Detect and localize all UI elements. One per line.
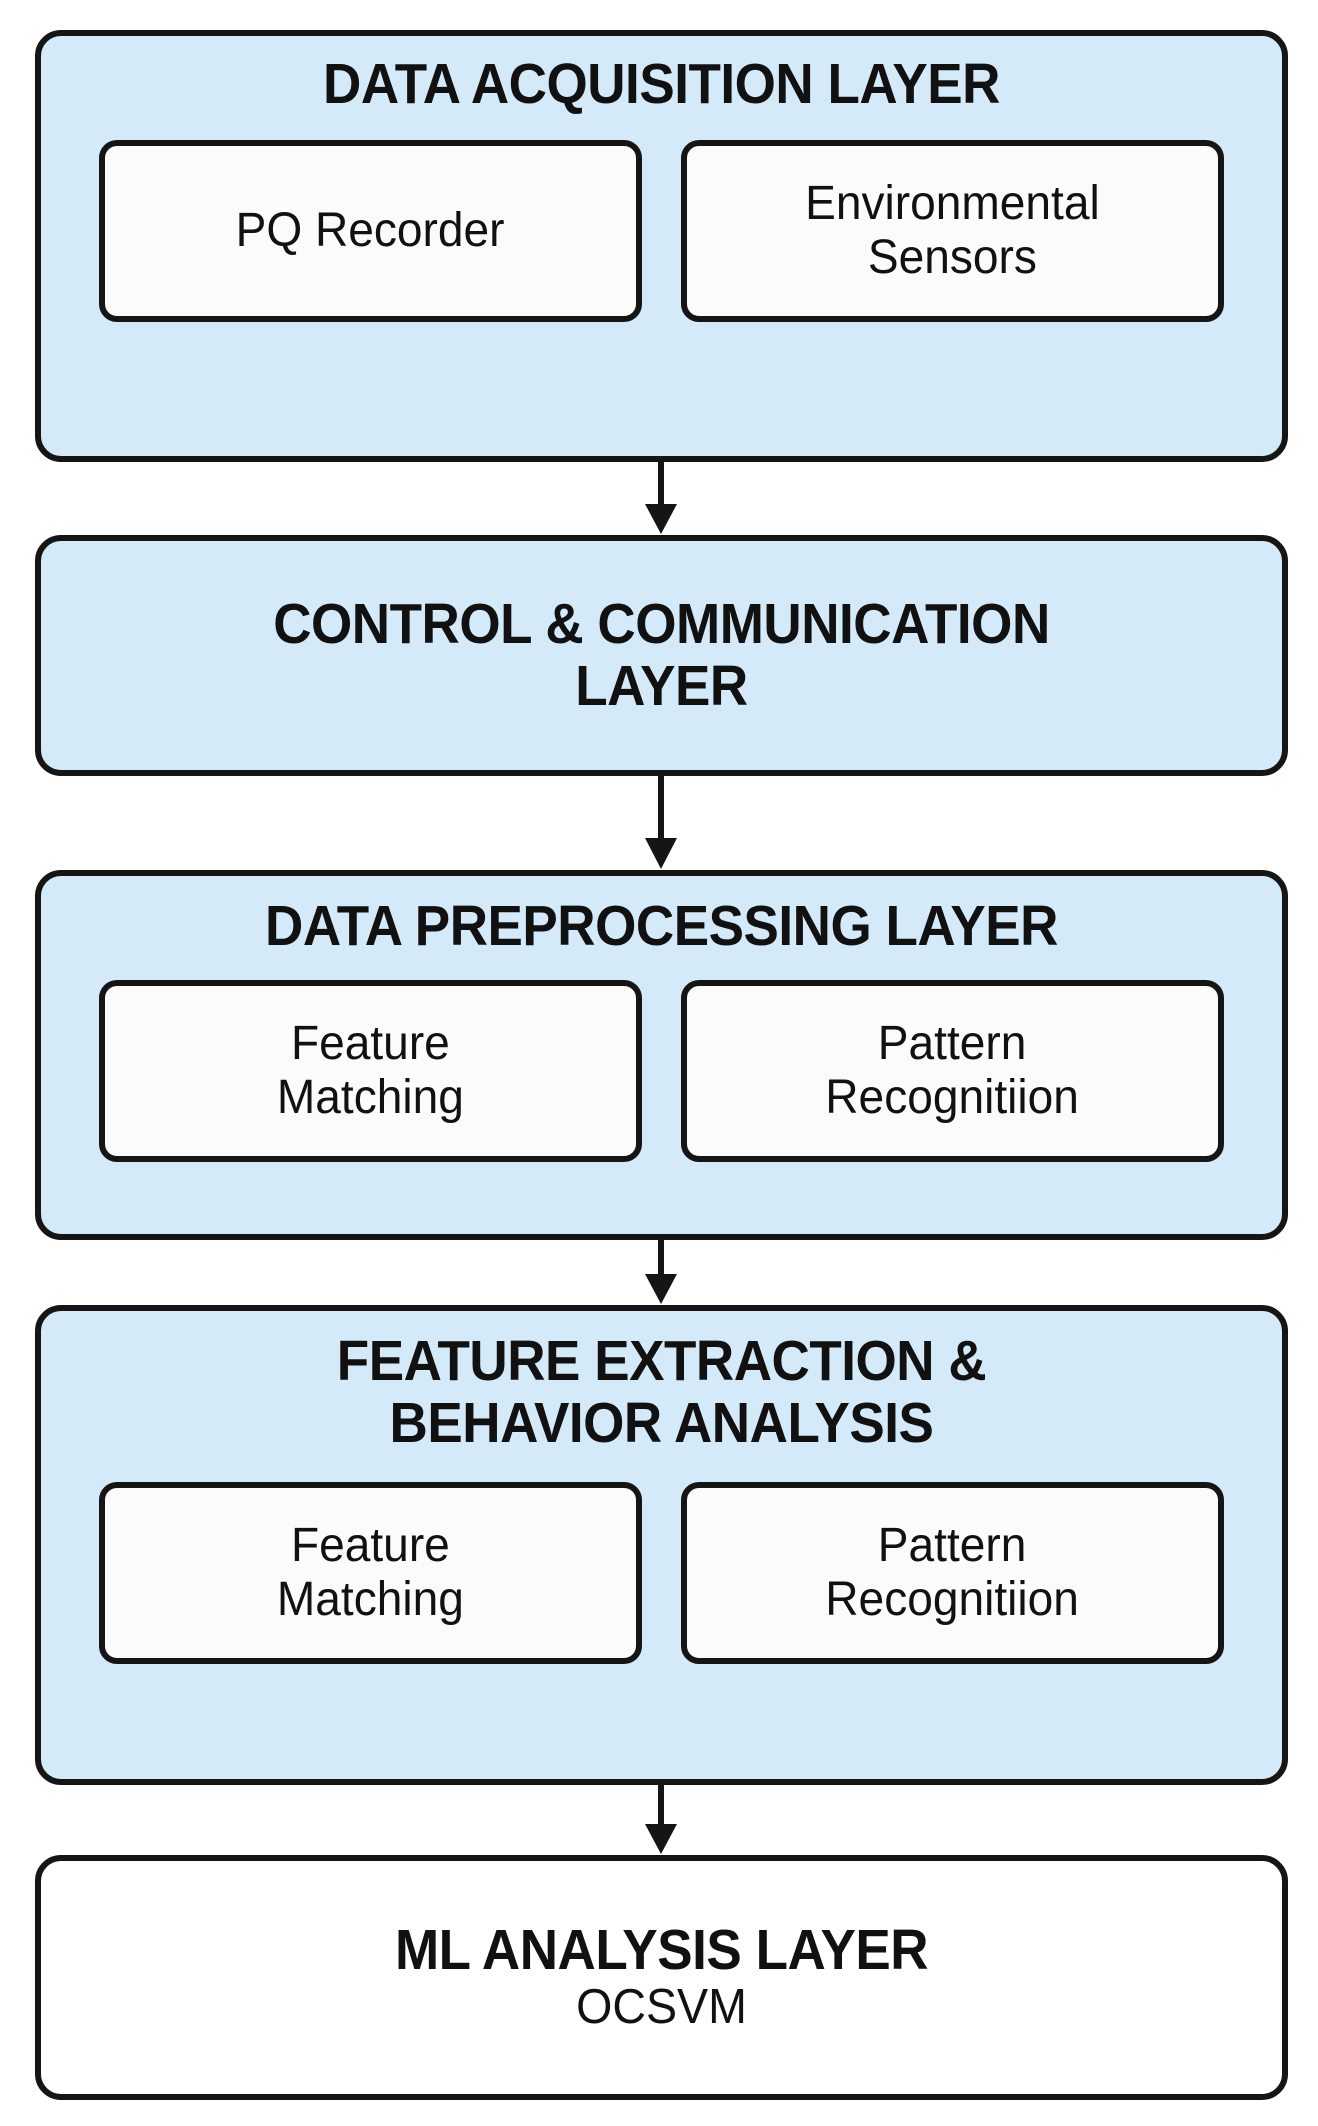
component-label-environmental-sensors: Environmental Sensors [805,176,1100,284]
component-feature-matching-extraction[interactable]: Feature Matching [99,1482,642,1665]
component-feature-matching-preprocessing[interactable]: Feature Matching [99,979,642,1162]
component-label-feature-matching-extraction: Feature Matching [277,1519,464,1627]
component-row-data-acquisition: PQ Recorder Environmental Sensors [99,139,1224,322]
layer-box-feature-extraction[interactable]: FEATURE EXTRACTION & BEHAVIOR ANALYSIS F… [35,1305,1288,1785]
component-row-feature-extraction: Feature Matching Pattern Recognitiion [99,1482,1224,1665]
component-pq-recorder[interactable]: PQ Recorder [99,139,642,322]
connector-arrow-2 [0,776,1318,870]
layer-box-data-preprocessing[interactable]: DATA PREPROCESSING LAYER Feature Matchin… [35,870,1288,1240]
connector-arrow-4 [0,1785,1318,1855]
component-label-pattern-recognition-preprocessing: Pattern Recognitiion [825,1016,1080,1124]
layer-title-data-acquisition: DATA ACQUISITION LAYER [323,52,1000,116]
layer-title-data-preprocessing: DATA PREPROCESSING LAYER [265,894,1058,958]
component-pattern-recognition-preprocessing[interactable]: Pattern Recognitiion [681,979,1224,1162]
layer-box-data-acquisition[interactable]: DATA ACQUISITION LAYER PQ Recorder Envir… [35,30,1288,462]
layer-title-ml-analysis: ML ANALYSIS LAYER [394,1917,929,1982]
layer-box-ml-analysis[interactable]: ML ANALYSIS LAYER OCSVM [35,1855,1288,2100]
component-label-pattern-recognition-extraction: Pattern Recognitiion [825,1519,1080,1627]
connector-arrow-1 [0,462,1318,535]
component-label-pq-recorder: PQ Recorder [236,203,505,257]
component-row-data-preprocessing: Feature Matching Pattern Recognitiion [99,979,1224,1162]
layer-box-control-communication[interactable]: CONTROL & COMMUNICATION LAYER [35,535,1288,776]
component-label-feature-matching-preprocessing: Feature Matching [277,1016,464,1124]
layer-title-control-communication: CONTROL & COMMUNICATION LAYER [273,591,1050,718]
layer-title-feature-extraction: FEATURE EXTRACTION & BEHAVIOR ANALYSIS [336,1329,987,1455]
component-environmental-sensors[interactable]: Environmental Sensors [681,139,1224,322]
layer-subtitle-ml-analysis: OCSVM [576,1980,747,2035]
connector-arrow-3 [0,1240,1318,1305]
component-pattern-recognition-extraction[interactable]: Pattern Recognitiion [681,1482,1224,1665]
